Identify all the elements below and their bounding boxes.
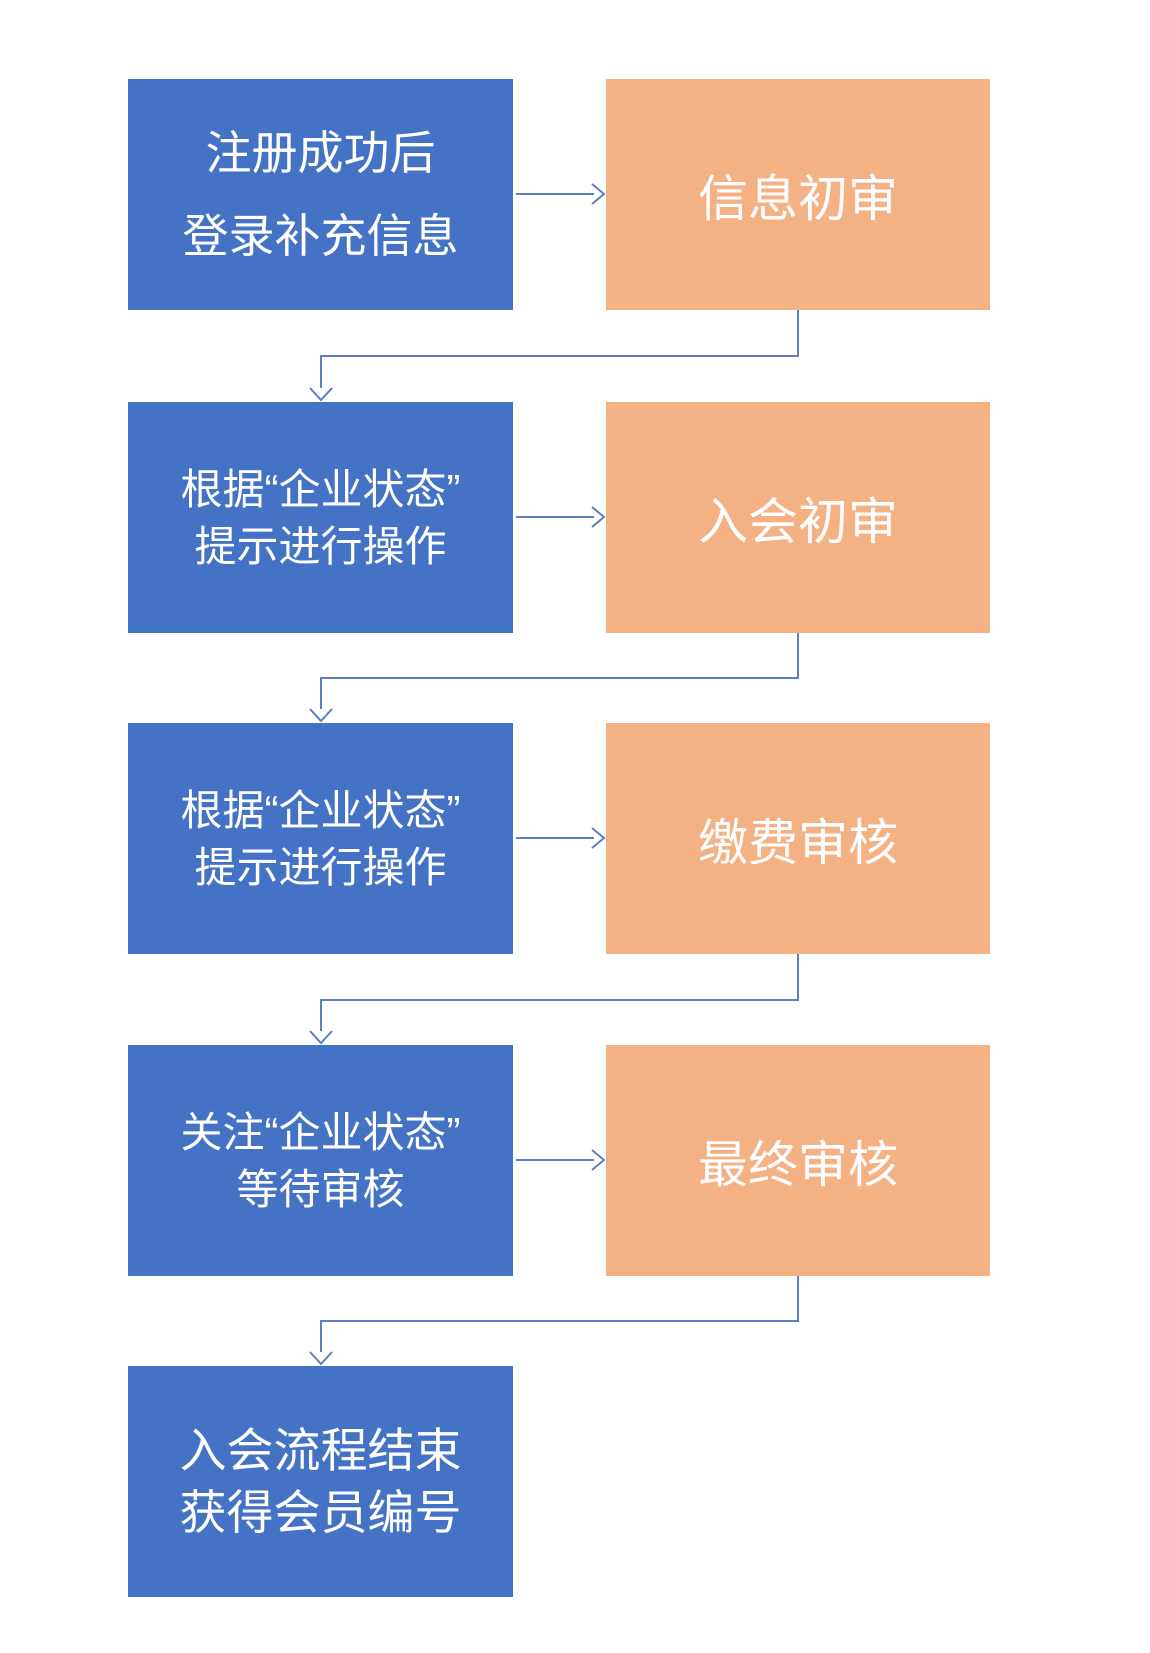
step2-review-box: 入会初审: [606, 402, 990, 633]
connector-segment: [320, 1320, 322, 1352]
connector-segment: [320, 999, 322, 1031]
step-text-line: 关注“企业状态”: [180, 1108, 461, 1156]
step5-action-box: 入会流程结束 获得会员编号: [128, 1366, 513, 1597]
connector-segment: [797, 633, 799, 679]
arrow-down-icon: [309, 708, 333, 723]
connector-segment: [320, 355, 799, 357]
connector-segment: [797, 310, 799, 357]
connector-segment: [320, 677, 799, 679]
step-text-line: 入会流程结束: [179, 1423, 462, 1477]
step-text-line: 提示进行操作: [194, 843, 447, 891]
connector-segment: [516, 837, 594, 839]
connector-segment: [320, 355, 322, 388]
step-text-line: 注册成功后: [205, 126, 436, 179]
arrow-right-icon: [591, 1149, 606, 1171]
connector-segment: [516, 193, 594, 195]
step1-action-box: 注册成功后 登录补充信息: [128, 79, 513, 310]
connector-segment: [516, 516, 594, 518]
connector-segment: [320, 677, 322, 709]
connector-segment: [797, 1276, 799, 1322]
step1-review-box: 信息初审: [606, 79, 990, 310]
step-text-line: 提示进行操作: [194, 522, 447, 570]
arrow-down-icon: [309, 1030, 333, 1045]
step-text-line: 等待审核: [236, 1165, 405, 1213]
arrow-down-icon: [309, 1351, 333, 1366]
step-text-line: 获得会员编号: [179, 1485, 462, 1539]
step-text-line: 根据“企业状态”: [180, 465, 461, 513]
arrow-right-icon: [591, 183, 606, 205]
connector-segment: [516, 1159, 594, 1161]
arrow-right-icon: [591, 827, 606, 849]
step-text-line: 缴费审核: [698, 814, 898, 871]
step2-action-box: 根据“企业状态” 提示进行操作: [128, 402, 513, 633]
step4-action-box: 关注“企业状态” 等待审核: [128, 1045, 513, 1276]
connector-segment: [797, 954, 799, 1001]
connector-segment: [320, 1320, 799, 1322]
arrow-right-icon: [591, 506, 606, 528]
step-text-line: 信息初审: [698, 170, 898, 227]
step3-review-box: 缴费审核: [606, 723, 990, 954]
step4-review-box: 最终审核: [606, 1045, 990, 1276]
step-text-line: 登录补充信息: [182, 209, 459, 262]
step3-action-box: 根据“企业状态” 提示进行操作: [128, 723, 513, 954]
step-text-line: 根据“企业状态”: [180, 786, 461, 834]
connector-segment: [320, 999, 799, 1001]
step-text-line: 最终审核: [698, 1136, 898, 1193]
step-text-line: 入会初审: [698, 493, 898, 550]
arrow-down-icon: [309, 387, 333, 402]
